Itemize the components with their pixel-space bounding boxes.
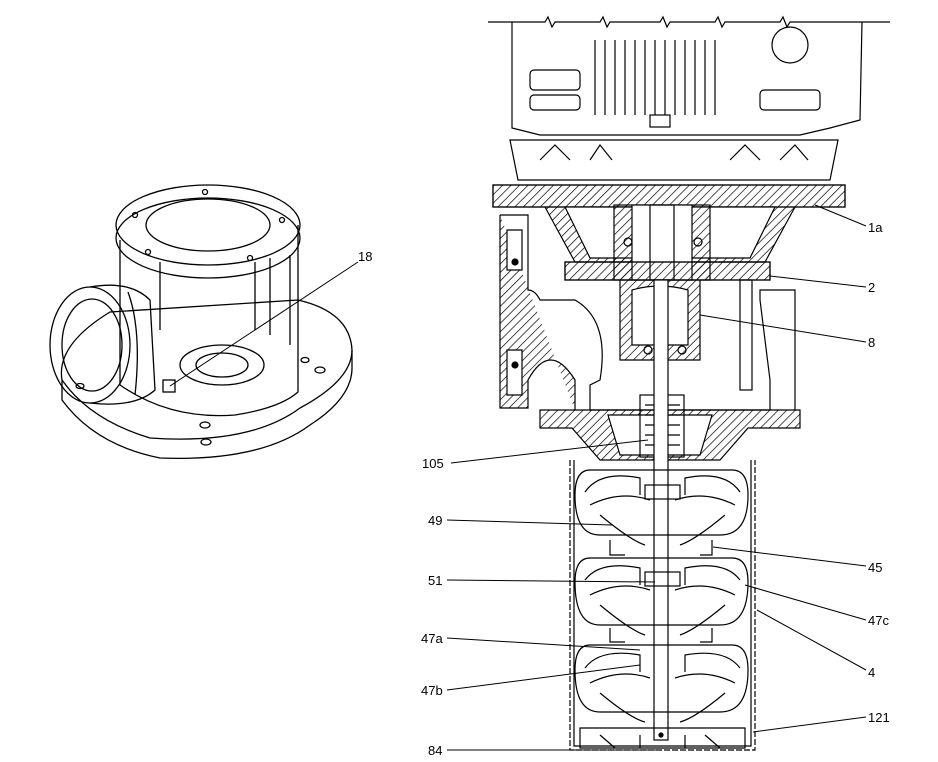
outer-sleeve: [569, 460, 756, 751]
motor-stool: [509, 139, 839, 181]
base-plate: [60, 299, 353, 440]
base-plate-edge: [61, 350, 353, 460]
flange-hole: [246, 254, 254, 262]
flange-hole: [201, 188, 209, 196]
callout-47a: 47a: [421, 631, 443, 646]
pump-stage-3: [574, 628, 749, 723]
callout-49: 49: [428, 513, 442, 528]
motor-housing: [511, 21, 863, 136]
callout-84: 84: [428, 743, 442, 758]
callout-4: 4: [868, 665, 875, 680]
callout-105: 105: [422, 456, 444, 471]
leader-line-105: [450, 439, 649, 464]
leader-line-47c: [744, 584, 867, 621]
bolt-hole: [200, 438, 212, 446]
inner-bore: [179, 344, 265, 386]
callout-2: 2: [868, 280, 875, 295]
nozzle-groove: [127, 291, 138, 396]
tie-bolt: [739, 279, 753, 391]
housing-window-edges: [159, 255, 291, 345]
stool-ribs: [539, 143, 809, 161]
callout-45: 45: [868, 560, 882, 575]
leader-line-51: [446, 579, 656, 583]
break-line: [488, 15, 890, 29]
leader-line-45: [712, 546, 867, 567]
drain-plug: [162, 379, 176, 393]
bolt-hole: [199, 421, 211, 429]
mounting-flange: [492, 184, 846, 208]
base-isometric-view: [49, 184, 353, 460]
nozzle-body: [89, 284, 156, 405]
pump-stage-2: [574, 540, 749, 636]
nozzle-inner: [61, 298, 123, 392]
top-flange-outer: [115, 184, 301, 266]
leader-line-8: [699, 314, 867, 343]
callout-51: 51: [428, 573, 442, 588]
suction-strainer: [579, 727, 746, 749]
callout-18: 18: [358, 249, 372, 264]
leader-line-121: [752, 716, 867, 733]
flange-hole: [131, 211, 139, 219]
leader-line-2: [769, 275, 867, 288]
leader-line-47a: [446, 637, 641, 651]
leader-line-1a: [814, 204, 867, 227]
leader-lines: [446, 204, 867, 751]
flange-hole: [278, 216, 286, 224]
bolt-hole: [75, 382, 85, 390]
leader-line-49: [446, 519, 613, 526]
motor-fins: [529, 26, 821, 128]
leader-line-4: [756, 609, 867, 671]
bolt-hole: [314, 366, 326, 374]
pump-stage-1: [574, 469, 749, 546]
leader-line-18: [169, 261, 359, 387]
callout-47c: 47c: [868, 613, 889, 628]
flange-hole: [144, 248, 152, 256]
bolt-hole: [300, 356, 310, 364]
pump-shaft: [653, 279, 669, 741]
top-flange-lower: [115, 197, 301, 279]
pump-cross-section: [488, 15, 890, 751]
callout-121: 121: [868, 710, 890, 725]
top-flange-bore: [145, 198, 271, 252]
intermediate-flange: [564, 261, 771, 281]
callout-8: 8: [868, 335, 875, 350]
callout-1a: 1a: [868, 220, 883, 235]
callout-47b: 47b: [421, 683, 443, 698]
inner-bore-small: [195, 352, 249, 378]
leader-line-47b: [446, 664, 641, 691]
